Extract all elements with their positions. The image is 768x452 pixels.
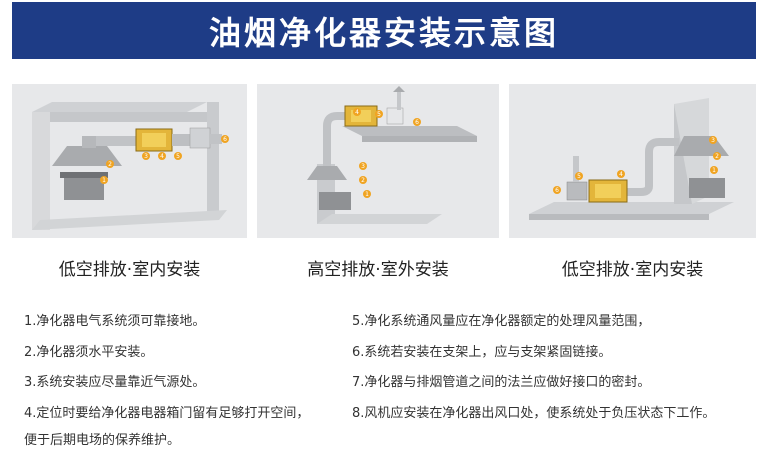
svg-text:2: 2 bbox=[715, 153, 719, 160]
svg-text:6: 6 bbox=[555, 187, 559, 194]
note-item: 7.净化器与排烟管道之间的法兰应做好接口的密封。 bbox=[352, 374, 715, 405]
note-item: 6.系统若安装在支架上，应与支架紧固链接。 bbox=[352, 344, 715, 374]
note-item: 2.净化器须水平安装。 bbox=[24, 344, 309, 374]
notes-right: 5.净化系统通风量应在净化器额定的处理风量范围， 6.系统若安装在支架上，应与支… bbox=[352, 313, 715, 432]
svg-text:2: 2 bbox=[361, 177, 365, 184]
note-item: 5.净化系统通风量应在净化器额定的处理风量范围， bbox=[352, 313, 715, 344]
svg-text:5: 5 bbox=[176, 153, 180, 160]
svg-text:1: 1 bbox=[102, 177, 106, 184]
outdoor-installation-illustration: 1 2 3 4 5 6 bbox=[257, 84, 499, 238]
svg-text:3: 3 bbox=[144, 153, 148, 160]
svg-text:5: 5 bbox=[577, 173, 581, 180]
note-item: 便于后期电场的保养维护。 bbox=[24, 432, 309, 452]
diagram-panel-indoor-2: 1 2 3 4 5 6 bbox=[509, 84, 756, 238]
svg-text:6: 6 bbox=[415, 119, 419, 126]
svg-text:6: 6 bbox=[223, 136, 227, 143]
svg-text:4: 4 bbox=[355, 109, 359, 116]
svg-text:1: 1 bbox=[712, 167, 716, 174]
svg-text:1: 1 bbox=[365, 191, 369, 198]
panel-caption-1: 低空排放·室内安装 bbox=[12, 258, 247, 282]
note-item: 3.系统安装应尽量靠近气源处。 bbox=[24, 374, 309, 405]
diagram-panel-indoor-1: 1 2 3 4 5 6 bbox=[12, 84, 247, 238]
indoor-installation-illustration-alt: 1 2 3 4 5 6 bbox=[509, 84, 756, 238]
svg-text:5: 5 bbox=[377, 111, 381, 118]
notes-left: 1.净化器电气系统须可靠接地。 2.净化器须水平安装。 3.系统安装应尽量靠近气… bbox=[24, 313, 309, 452]
svg-text:4: 4 bbox=[160, 153, 164, 160]
page-title: 油烟净化器安装示意图 bbox=[209, 8, 559, 54]
note-item: 4.定位时要给净化器电器箱门留有足够打开空间， bbox=[24, 405, 309, 432]
title-banner: 油烟净化器安装示意图 bbox=[12, 2, 756, 59]
svg-text:4: 4 bbox=[619, 171, 623, 178]
note-item: 1.净化器电气系统须可靠接地。 bbox=[24, 313, 309, 344]
panel-caption-2: 高空排放·室外安装 bbox=[257, 258, 499, 282]
note-item: 8.风机应安装在净化器出风口处，使系统处于负压状态下工作。 bbox=[352, 405, 715, 432]
svg-text:2: 2 bbox=[108, 161, 112, 168]
diagram-panel-outdoor: 1 2 3 4 5 6 bbox=[257, 84, 499, 238]
svg-text:3: 3 bbox=[361, 163, 365, 170]
panel-caption-3: 低空排放·室内安装 bbox=[509, 258, 756, 282]
indoor-installation-illustration: 1 2 3 4 5 6 bbox=[12, 84, 247, 238]
svg-text:3: 3 bbox=[711, 137, 715, 144]
